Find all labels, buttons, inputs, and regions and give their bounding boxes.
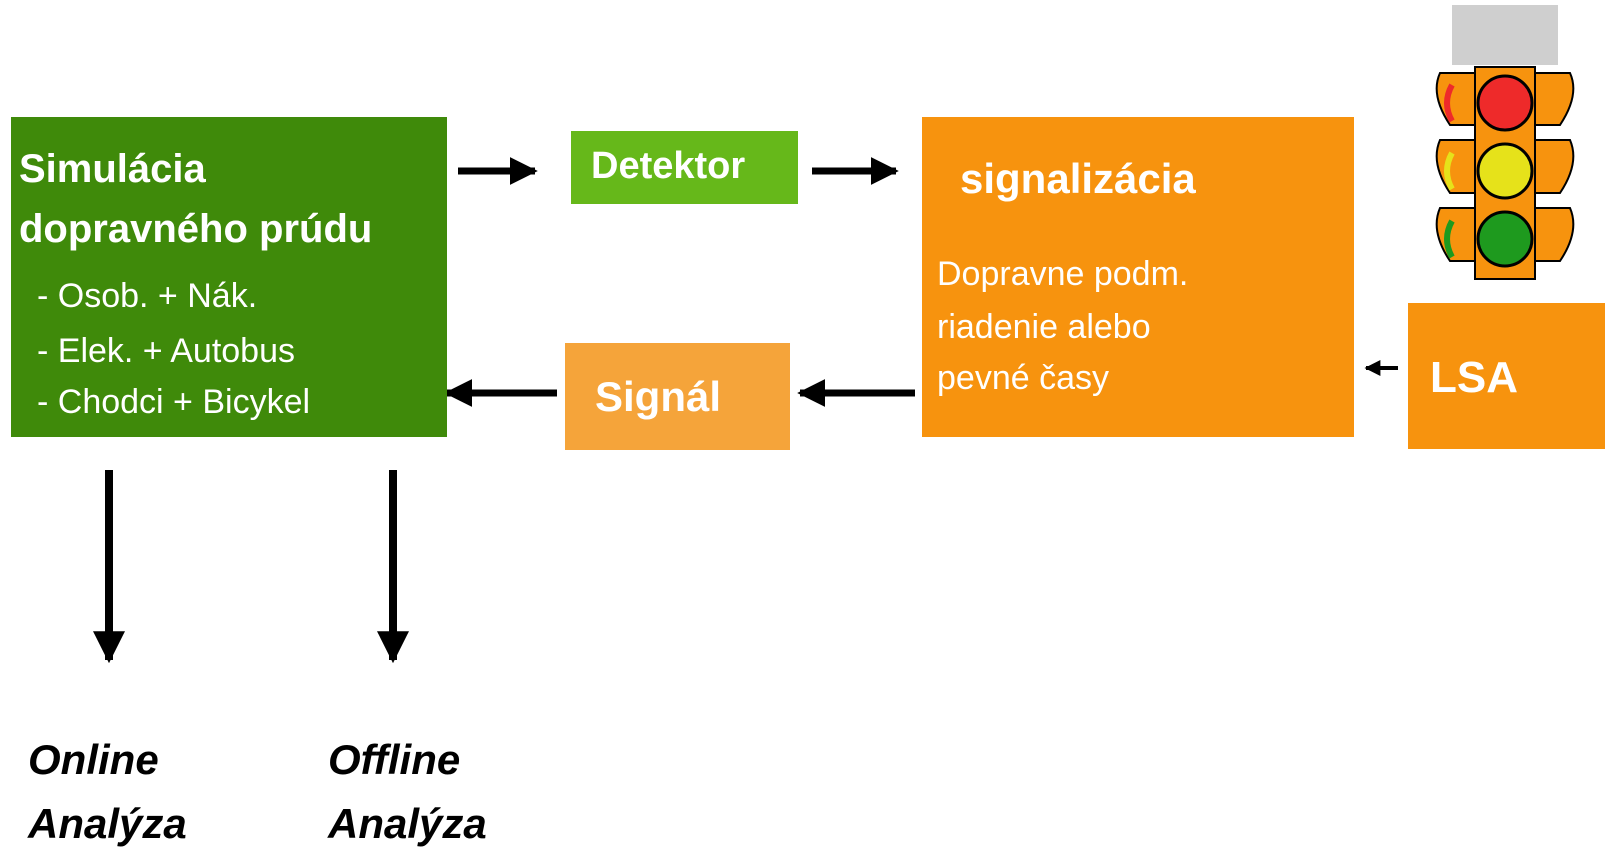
- traffic-light-icon: [1435, 5, 1575, 280]
- signalization-line: Dopravne podm.: [937, 255, 1189, 293]
- online-analysis-label: Online Analýza: [28, 728, 187, 856]
- simulation-box: Simulácia dopravného prúdu - Osob. + Nák…: [11, 117, 447, 437]
- offline-analysis-line1: Offline: [328, 736, 461, 783]
- signal-box: Signál: [565, 343, 790, 450]
- simulation-title-line1: Simulácia: [19, 147, 206, 191]
- simulation-title-line2: dopravného prúdu: [19, 207, 373, 251]
- signalization-box: signalizácia Dopravne podm. riadenie ale…: [922, 117, 1354, 437]
- simulation-item: - Chodci + Bicykel: [37, 383, 311, 421]
- signalization-line: riadenie alebo: [937, 308, 1151, 346]
- signalization-line: pevné časy: [937, 359, 1109, 397]
- detector-label: Detektor: [591, 145, 746, 187]
- simulation-item: - Osob. + Nák.: [37, 277, 258, 315]
- offline-analysis-label: Offline Analýza: [328, 728, 487, 856]
- online-analysis-line1: Online: [28, 736, 159, 783]
- signal-label: Signál: [595, 373, 722, 420]
- lsa-label: LSA: [1430, 353, 1518, 402]
- lsa-box: LSA: [1408, 303, 1605, 449]
- signalization-title: signalizácia: [960, 155, 1196, 202]
- detector-box: Detektor: [571, 131, 798, 204]
- simulation-item: - Elek. + Autobus: [37, 332, 295, 370]
- online-analysis-line2: Analýza: [28, 800, 187, 847]
- offline-analysis-line2: Analýza: [328, 800, 487, 847]
